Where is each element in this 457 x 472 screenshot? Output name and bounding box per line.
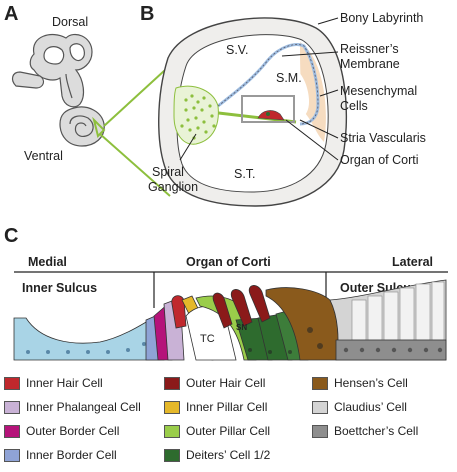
- legend-swatch: [4, 424, 20, 438]
- legend-item: Inner Phalangeal Cell: [4, 399, 141, 415]
- medial-label: Medial: [28, 255, 67, 269]
- legend-swatch: [164, 376, 180, 390]
- legend-label: Boettcher’s Cell: [334, 424, 419, 438]
- reissners-label-1: Reissner’s: [340, 42, 399, 56]
- panel-b-letter: B: [140, 3, 154, 25]
- organ-of-corti-label-b: Organ of Corti: [340, 153, 419, 167]
- legend-item: Hensen’s Cell: [312, 375, 408, 391]
- cochlear-cross-section: [158, 17, 348, 207]
- legend-item: Inner Hair Cell: [4, 375, 103, 391]
- legend-label: Outer Pillar Cell: [186, 424, 271, 438]
- legend-swatch: [312, 400, 328, 414]
- mesenchymal-label-1: Mesenchymal: [340, 84, 417, 98]
- ventral-label: Ventral: [24, 149, 63, 163]
- spiral-ganglion-label-1: Spiral: [152, 165, 184, 179]
- legend-swatch: [312, 424, 328, 438]
- inner-sulcus-label: Inner Sulcus: [22, 281, 97, 295]
- tunnel-of-corti-label: TC: [200, 333, 215, 345]
- organ-of-corti-diagram: [13, 279, 447, 361]
- panel-c-letter: C: [4, 225, 18, 247]
- legend-item: Claudius’ Cell: [312, 399, 407, 415]
- lateral-label: Lateral: [392, 255, 433, 269]
- spiral-ganglion-label-2: Ganglion: [148, 180, 198, 194]
- legend-item: Outer Border Cell: [4, 423, 119, 439]
- legend-label: Hensen’s Cell: [334, 376, 408, 390]
- scala-vestibuli-label: S.V.: [226, 43, 248, 57]
- legend-item: Outer Pillar Cell: [164, 423, 270, 439]
- legend-swatch: [164, 424, 180, 438]
- legend-item: Deiters’ Cell 1/2: [164, 447, 270, 463]
- inner-ear-illustration: [11, 33, 105, 147]
- dorsal-label: Dorsal: [52, 15, 88, 29]
- reissners-label-2: Membrane: [340, 57, 400, 71]
- legend-swatch: [4, 448, 20, 462]
- stria-vascularis-label: Stria Vascularis: [340, 131, 426, 145]
- bony-labyrinth-label: Bony Labyrinth: [340, 11, 423, 25]
- space-of-nuel-label: SN: [236, 323, 247, 332]
- legend-swatch: [4, 400, 20, 414]
- scala-tympani-label: S.T.: [234, 167, 256, 181]
- legend-swatch: [4, 376, 20, 390]
- legend-item: Boettcher’s Cell: [312, 423, 418, 439]
- legend-label: Claudius’ Cell: [334, 400, 407, 414]
- legend-item: Outer Hair Cell: [164, 375, 265, 391]
- legend-label: Inner Phalangeal Cell: [26, 400, 141, 414]
- legend-item: Inner Border Cell: [4, 447, 117, 463]
- legend-label: Deiters’ Cell 1/2: [186, 448, 271, 462]
- mesenchymal-label-2: Cells: [340, 99, 368, 113]
- legend-label: Inner Pillar Cell: [186, 400, 268, 414]
- legend-swatch: [164, 448, 180, 462]
- legend-label: Outer Border Cell: [26, 424, 120, 438]
- region-dividers: [14, 271, 448, 308]
- scala-media-label: S.M.: [276, 71, 302, 85]
- legend-label: Inner Border Cell: [26, 448, 117, 462]
- legend-swatch: [164, 400, 180, 414]
- panel-a-letter: A: [4, 3, 18, 25]
- legend-swatch: [312, 376, 328, 390]
- legend-item: Inner Pillar Cell: [164, 399, 267, 415]
- organ-of-corti-label-c: Organ of Corti: [186, 255, 271, 269]
- legend-label: Inner Hair Cell: [26, 376, 103, 390]
- legend-label: Outer Hair Cell: [186, 376, 266, 390]
